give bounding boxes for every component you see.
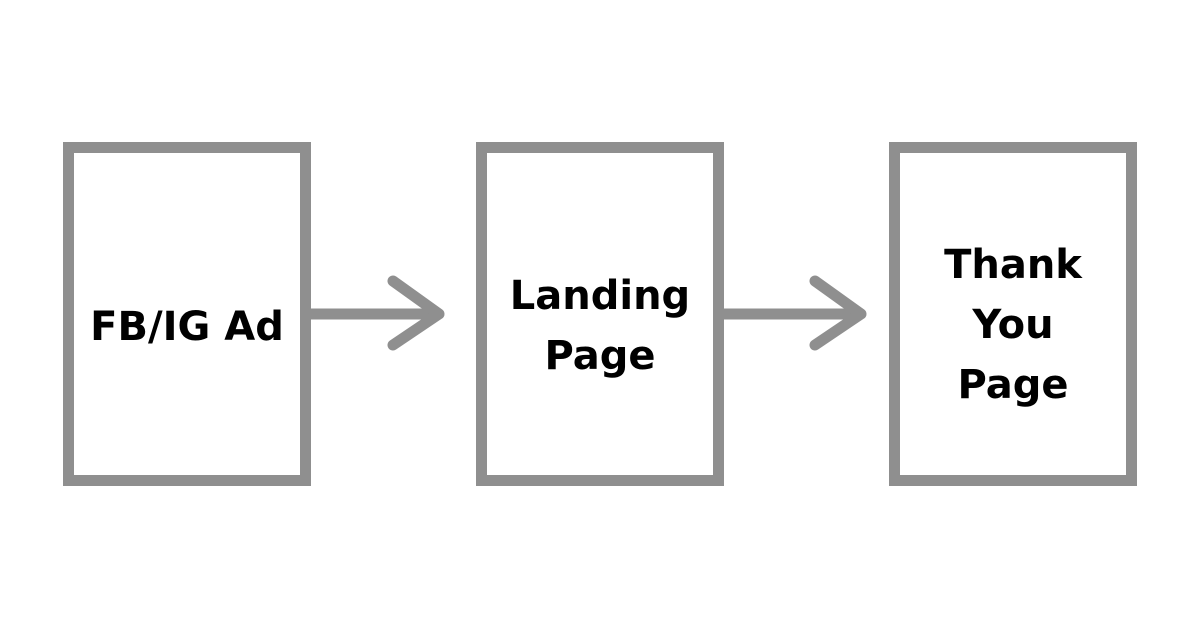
flow-node-thank-you-page: Thank You Page xyxy=(889,142,1137,486)
node-label-line: You xyxy=(972,302,1054,348)
node-label: Landing Page xyxy=(487,266,713,386)
node-label: Thank You Page xyxy=(900,235,1126,415)
node-label-line: Landing xyxy=(509,273,691,319)
node-label: FB/IG Ad xyxy=(74,297,300,357)
node-label-line: Thank xyxy=(944,242,1082,288)
arrow-right-icon xyxy=(305,275,445,351)
node-label-line: FB/IG Ad xyxy=(90,304,284,350)
flow-node-landing-page: Landing Page xyxy=(476,142,724,486)
flow-node-fb-ig-ad: FB/IG Ad xyxy=(63,142,311,486)
node-label-line: Page xyxy=(544,333,656,379)
node-label-line: Page xyxy=(957,362,1069,408)
arrow-right-icon xyxy=(718,275,867,351)
